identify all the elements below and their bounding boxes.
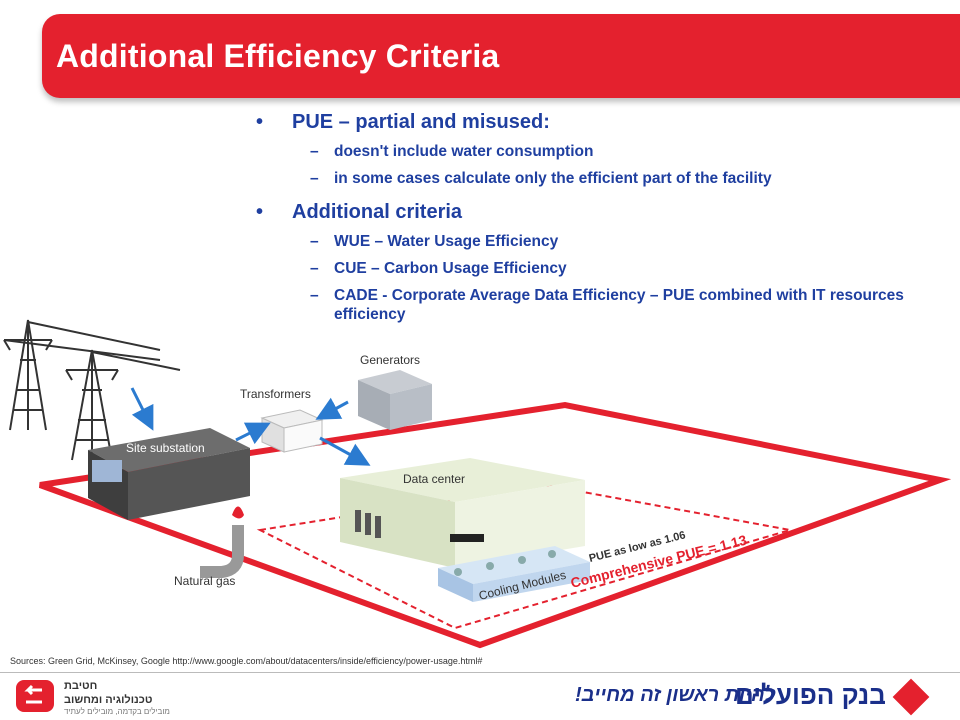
bullet-text: Additional criteria (292, 201, 463, 223)
natural-gas-label: Natural gas (174, 574, 235, 588)
data-center-label: Data center (403, 472, 465, 486)
title-banner (42, 14, 960, 98)
bullet-list: • PUE – partial and misused: – doesn't i… (254, 108, 944, 332)
bullet-item: • Additional criteria (254, 198, 944, 226)
bank-logo-icon (892, 678, 930, 716)
transformer: Transformers (240, 387, 324, 453)
site-substation-label: Site substation (126, 441, 205, 455)
data-center-illustration: Site substation Transformers Generators … (3, 319, 952, 649)
sub-bullet-item: – WUE – Water Usage Efficiency (254, 232, 944, 251)
left-logo-line2: טכנולוגיה ומחשוב (64, 694, 153, 706)
bank-name: בנק הפועלים (735, 680, 886, 710)
sub-bullet-item: – CUE – Carbon Usage Efficiency (254, 259, 944, 278)
footer-divider (0, 672, 960, 673)
sub-bullet-text: CADE - Corporate Average Data Efficiency… (334, 287, 904, 323)
left-logo: חטיבת טכנולוגיה ומחשוב מובילים בקדמה, מו… (12, 678, 170, 716)
sub-bullet-dash: – (310, 260, 319, 277)
site-substation: Site substation (88, 428, 250, 520)
transformers-label: Transformers (240, 387, 311, 401)
left-logo-line1: חטיבת (64, 680, 98, 692)
sub-bullet-item: – CADE - Corporate Average Data Efficien… (254, 286, 944, 324)
bullet-dot: • (256, 201, 264, 223)
generators-label: Generators (360, 353, 420, 367)
bank-slogan: להיות ראשון זה מחייב! (575, 684, 776, 706)
slide-title: Additional Efficiency Criteria (56, 38, 500, 74)
bullet-dot: • (256, 111, 264, 133)
sub-bullet-text: WUE – Water Usage Efficiency (334, 233, 559, 250)
generator: Generators (358, 353, 432, 430)
flow-arrows (130, 387, 371, 466)
sub-bullet-dash: – (310, 170, 319, 187)
tech-division-logo-icon (16, 680, 54, 712)
sub-bullet-dash: – (310, 233, 319, 250)
sub-bullet-dash: – (310, 287, 319, 304)
sub-bullet-item: – doesn't include water consumption (254, 142, 944, 161)
power-tower-icon (3, 319, 181, 461)
sources-note: Sources: Green Grid, McKinsey, Google ht… (10, 656, 483, 666)
sub-bullet-text: CUE – Carbon Usage Efficiency (334, 260, 567, 277)
natural-gas-pipe: Natural gas (174, 506, 244, 588)
flame-icon (232, 506, 244, 519)
bullet-item: • PUE – partial and misused: (254, 108, 944, 136)
sub-bullet-text: in some cases calculate only the efficie… (334, 170, 772, 187)
bullet-text: PUE – partial and misused: (292, 111, 550, 133)
sub-bullet-dash: – (310, 143, 319, 160)
left-logo-line3: מובילים בקדמה, מובילים לעתיד (64, 707, 170, 716)
sub-bullet-text: doesn't include water consumption (334, 143, 594, 160)
data-center-building: Data center (340, 458, 585, 568)
sub-bullet-item: – in some cases calculate only the effic… (254, 169, 944, 188)
